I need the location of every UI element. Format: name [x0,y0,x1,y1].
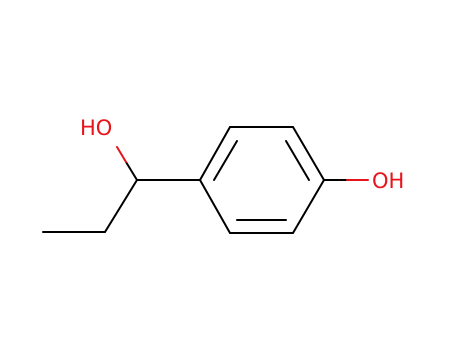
ring-bond-4 [292,179,325,234]
ring-bond-1 [199,126,231,181]
ring-bond-6 [199,179,231,234]
ring-hydroxyl-label: OH [372,169,404,193]
ring-bond-3 [292,126,325,181]
bond-carbinol-oxygen-dark [125,161,138,181]
side-chain-hydroxyl-label: HO [80,116,112,140]
ring-inner-bond-2 [285,140,310,181]
ring-inner-bond-1 [213,140,238,181]
bond-methylene-carbinol [104,179,138,233]
bond-carbinol-oxygen-red [116,146,127,163]
bonds [42,126,369,234]
